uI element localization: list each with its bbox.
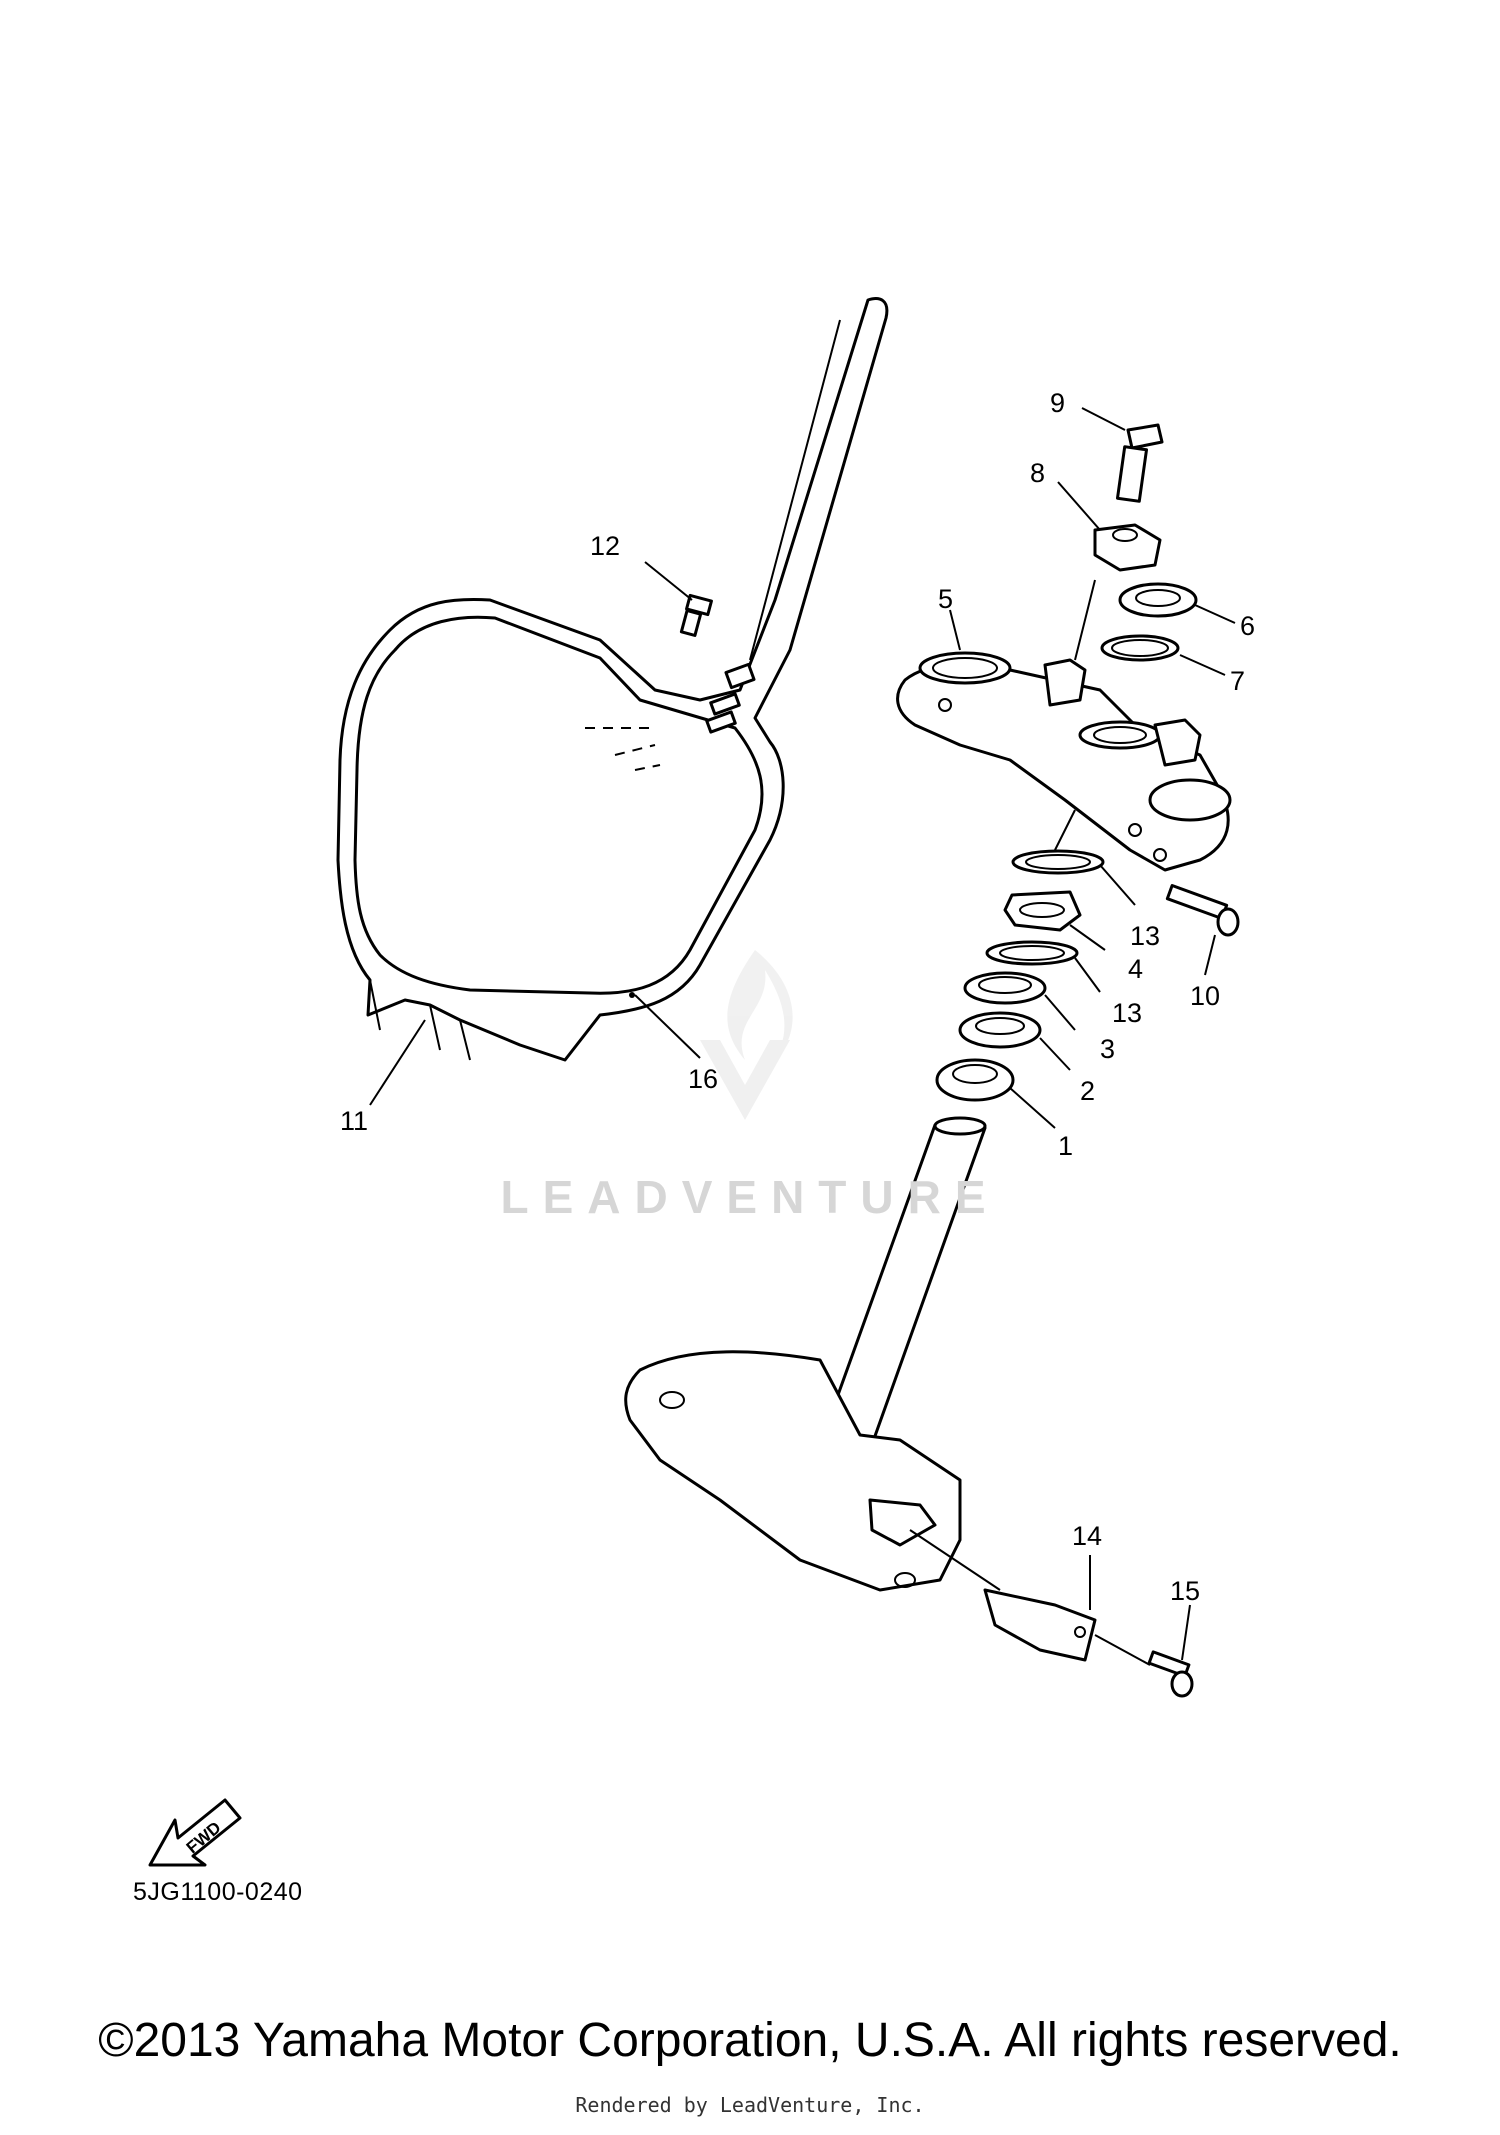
callout-16: 16 — [688, 1064, 718, 1094]
bolt-9 — [1115, 423, 1164, 503]
bearing-stack — [935, 809, 1105, 1102]
rendered-by-notice: Rendered by LeadVenture, Inc. — [575, 2093, 925, 2117]
forward-arrow-icon: FWD — [148, 1798, 242, 1867]
number-plate — [336, 297, 889, 1062]
callout-8: 8 — [1030, 458, 1045, 488]
bolt-15 — [1147, 1650, 1194, 1698]
handlebar-clamp — [1093, 523, 1162, 572]
callout-14: 14 — [1072, 1521, 1102, 1551]
bolt-12 — [679, 593, 713, 637]
steering-stem — [624, 1116, 987, 1592]
callout-11: 11 — [340, 1106, 368, 1136]
callout-7: 7 — [1230, 666, 1245, 696]
reference-code: 5JG1100-0240 — [133, 1878, 303, 1906]
bolt-10 — [1165, 884, 1240, 937]
copyright-notice: ©2013 Yamaha Motor Corporation, U.S.A. A… — [98, 2014, 1402, 2067]
watermark-logo — [700, 950, 793, 1120]
callout-6: 6 — [1240, 611, 1255, 641]
cable-guide-14 — [983, 1588, 1097, 1662]
callout-4: 4 — [1128, 954, 1143, 984]
callout-9: 9 — [1050, 388, 1065, 418]
callout-2: 2 — [1080, 1076, 1095, 1106]
callout-13b: 13 — [1112, 998, 1142, 1028]
callout-12: 12 — [590, 531, 620, 561]
collar-6 — [1118, 582, 1198, 618]
leader-lines — [369, 407, 1236, 1661]
callout-5: 5 — [938, 584, 953, 614]
watermark-text: LEADVENTURE — [500, 1171, 1000, 1223]
callout-3: 3 — [1100, 1034, 1115, 1064]
upper-bracket — [896, 651, 1232, 872]
callout-13a: 13 — [1130, 921, 1160, 951]
callout-1: 1 — [1058, 1131, 1073, 1161]
callout-10: 10 — [1190, 981, 1220, 1011]
callout-15: 15 — [1170, 1576, 1200, 1606]
